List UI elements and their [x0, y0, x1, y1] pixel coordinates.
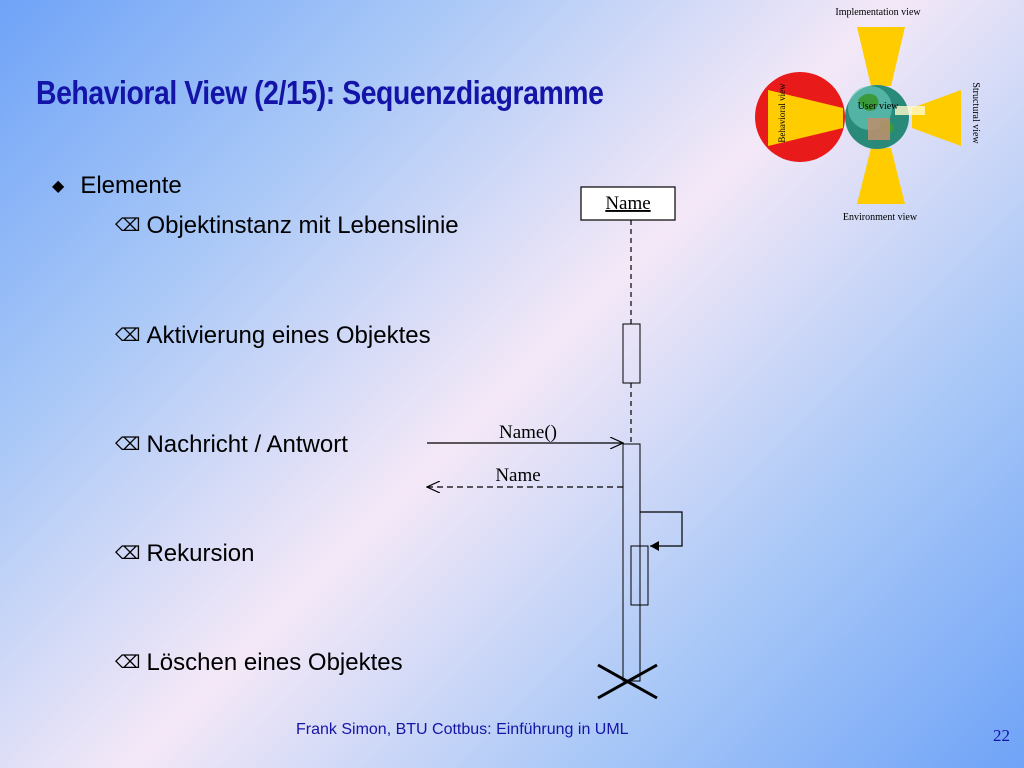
recursion-activation-bar	[630, 545, 649, 606]
sub-bullet-deletion: ⌫Löschen eines Objektes	[115, 649, 403, 677]
delete-key-icon: ⌫	[115, 652, 141, 672]
activation-bar-long	[622, 443, 641, 682]
center-view-label: User view	[858, 101, 900, 112]
sub-bullet-label: Aktivierung eines Objektes	[146, 322, 431, 349]
user-figure-icon	[868, 118, 890, 140]
bottom-petal-icon	[857, 148, 905, 204]
sub-bullet-label: Nachricht / Antwort	[146, 431, 348, 458]
delete-key-icon: ⌫	[115, 325, 141, 345]
recursion-arrow	[640, 511, 683, 551]
slide-title: Behavioral View (2/15): Sequenzdiagramme	[36, 74, 604, 111]
delete-key-icon: ⌫	[115, 543, 141, 563]
right-petal-icon	[912, 90, 961, 146]
top-petal-icon	[857, 27, 905, 86]
diamond-bullet-icon: ◆	[52, 178, 65, 195]
bottom-view-label: Environment view	[843, 212, 918, 223]
delete-key-icon: ⌫	[115, 215, 141, 235]
bullet-elemente: ◆ Elemente	[52, 172, 182, 200]
message-label: Name()	[499, 422, 557, 443]
left-view-label: Behavioral view	[777, 83, 787, 143]
sub-bullet-label: Löschen eines Objektes	[146, 649, 403, 676]
sub-bullet-label: Rekursion	[146, 540, 255, 567]
bullet-main-label: Elemente	[80, 172, 182, 199]
top-view-label: Implementation view	[835, 7, 921, 18]
sub-bullet-activation: ⌫Aktivierung eines Objektes	[115, 322, 431, 350]
user-view-banner	[895, 106, 925, 115]
object-instance-name: Name	[605, 193, 650, 214]
sub-bullet-label: Objektinstanz mit Lebenslinie	[146, 212, 459, 239]
sub-bullet-lifeline: ⌫Objektinstanz mit Lebenslinie	[115, 212, 459, 240]
delete-key-icon: ⌫	[115, 434, 141, 454]
deletion-cross	[597, 663, 658, 700]
right-view-label: Structural view	[970, 82, 981, 144]
sub-bullet-message: ⌫Nachricht / Antwort	[115, 431, 348, 459]
page-number: 22	[993, 726, 1010, 745]
reply-label: Name	[495, 465, 540, 486]
object-instance-box	[580, 186, 676, 221]
left-petal-icon	[768, 90, 843, 146]
sub-bullet-recursion: ⌫Rekursion	[115, 540, 255, 568]
slide-footer: Frank Simon, BTU Cottbus: Einführung in …	[296, 721, 629, 738]
